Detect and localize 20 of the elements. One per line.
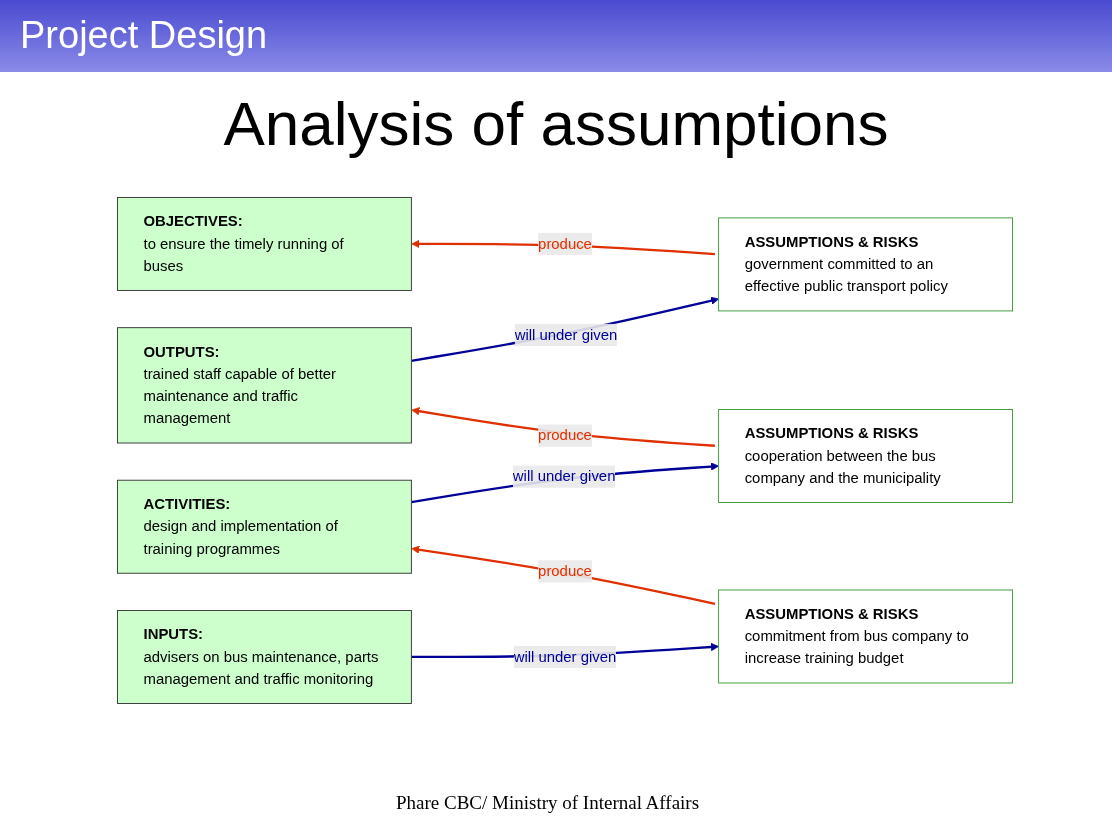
node-box: OUTPUTS: trained staff capable of better maintenance and traffic management	[117, 327, 412, 444]
node-box: ACTIVITIES: design and implementation of training programmes	[117, 479, 412, 574]
footer-text: Phare CBC/ Ministry of Internal Affairs	[396, 792, 700, 813]
edge-label: produce	[538, 427, 592, 444]
node-box: ASSUMPTIONS & RISKS commitment from bus company to increase training budget	[718, 589, 1013, 684]
arrow	[411, 296, 719, 362]
edge-label: will under given	[512, 468, 616, 485]
edge-label: will under given	[514, 326, 618, 343]
slide-title: Analysis of assumptions	[223, 88, 889, 159]
arrow	[411, 462, 719, 504]
node-box: OBJECTIVES: to ensure the timely running of buses	[117, 196, 412, 291]
node-box: INPUTS: advisers on bus maintenance, parts management and traffic monitoring	[117, 610, 412, 704]
arrow	[411, 407, 715, 447]
header-text: Project Design	[20, 14, 268, 56]
edge-label: produce	[538, 235, 592, 252]
edge-label: produce	[538, 563, 592, 579]
edge-label: will under given	[513, 648, 617, 665]
arrow	[411, 545, 716, 605]
node-box: ASSUMPTIONS & RISKS cooperation between the bus company and the municipality	[718, 409, 1013, 503]
node-box: ASSUMPTIONS & RISKS government committed to an effective public transport policy	[718, 217, 1013, 312]
